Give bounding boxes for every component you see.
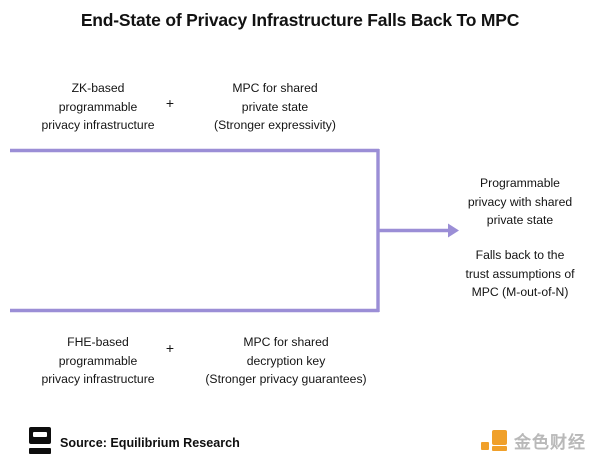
node-mpc1-line-3: (Stronger expressivity): [214, 118, 336, 132]
output-secondary-line-2: trust assumptions of: [465, 266, 575, 281]
output-primary-line-1: Programmable: [480, 176, 560, 190]
node-zk-line-1: ZK-based: [71, 81, 125, 95]
output-trust-assumptions: Falls back to the trust assumptions of M…: [440, 246, 600, 302]
operator-plus-top: +: [165, 95, 175, 111]
output-programmable-privacy: Programmable privacy with shared private…: [440, 174, 600, 230]
watermark-text: 金色财经: [514, 433, 586, 452]
jinse-logo-square-large: [492, 430, 507, 445]
page-title: End-State of Privacy Infrastructure Fall…: [80, 10, 520, 30]
node-fhe-based-privacy-infrastructure: FHE-based programmable privacy infrastru…: [8, 333, 188, 389]
source-attribution: Source: Equilibrium Research: [60, 436, 240, 450]
node-mpc1-line-2: private state: [241, 99, 309, 114]
output-primary-line-3: private state: [486, 213, 554, 227]
node-fhe-line-1: FHE-based: [67, 335, 129, 349]
equilibrium-logo-slot: [33, 432, 47, 437]
output-secondary-line-3: MPC (M-out-of-N): [471, 285, 569, 299]
equilibrium-logo-box: [29, 427, 51, 444]
jinse-logo-bar: [492, 446, 507, 451]
node-zk-based-privacy-infrastructure: ZK-based programmable privacy infrastruc…: [8, 79, 188, 135]
node-mpc2-line-3: (Stronger privacy guarantees): [205, 372, 367, 386]
node-mpc2-line-2: decryption key: [246, 353, 326, 368]
output-primary-line-2: privacy with shared: [467, 194, 573, 209]
jinse-finance-logo-icon: [481, 430, 507, 456]
equilibrium-logo-icon: [29, 427, 51, 454]
operator-plus-bottom: +: [165, 340, 175, 356]
node-zk-line-3: privacy infrastructure: [41, 118, 155, 132]
output-secondary-line-1: Falls back to the: [475, 248, 565, 262]
node-fhe-line-3: privacy infrastructure: [41, 372, 155, 386]
equilibrium-logo-bar: [29, 448, 51, 454]
node-mpc2-line-1: MPC for shared: [243, 335, 329, 349]
node-mpc-shared-private-state: MPC for shared private state (Stronger e…: [190, 79, 360, 135]
node-zk-line-2: programmable: [58, 99, 138, 114]
jinse-logo-square-small: [481, 442, 489, 450]
watermark: 金色财经: [481, 428, 593, 458]
node-fhe-line-2: programmable: [58, 353, 138, 368]
node-mpc-shared-decryption-key: MPC for shared decryption key (Stronger …: [186, 333, 386, 389]
node-mpc1-line-1: MPC for shared: [232, 81, 318, 95]
